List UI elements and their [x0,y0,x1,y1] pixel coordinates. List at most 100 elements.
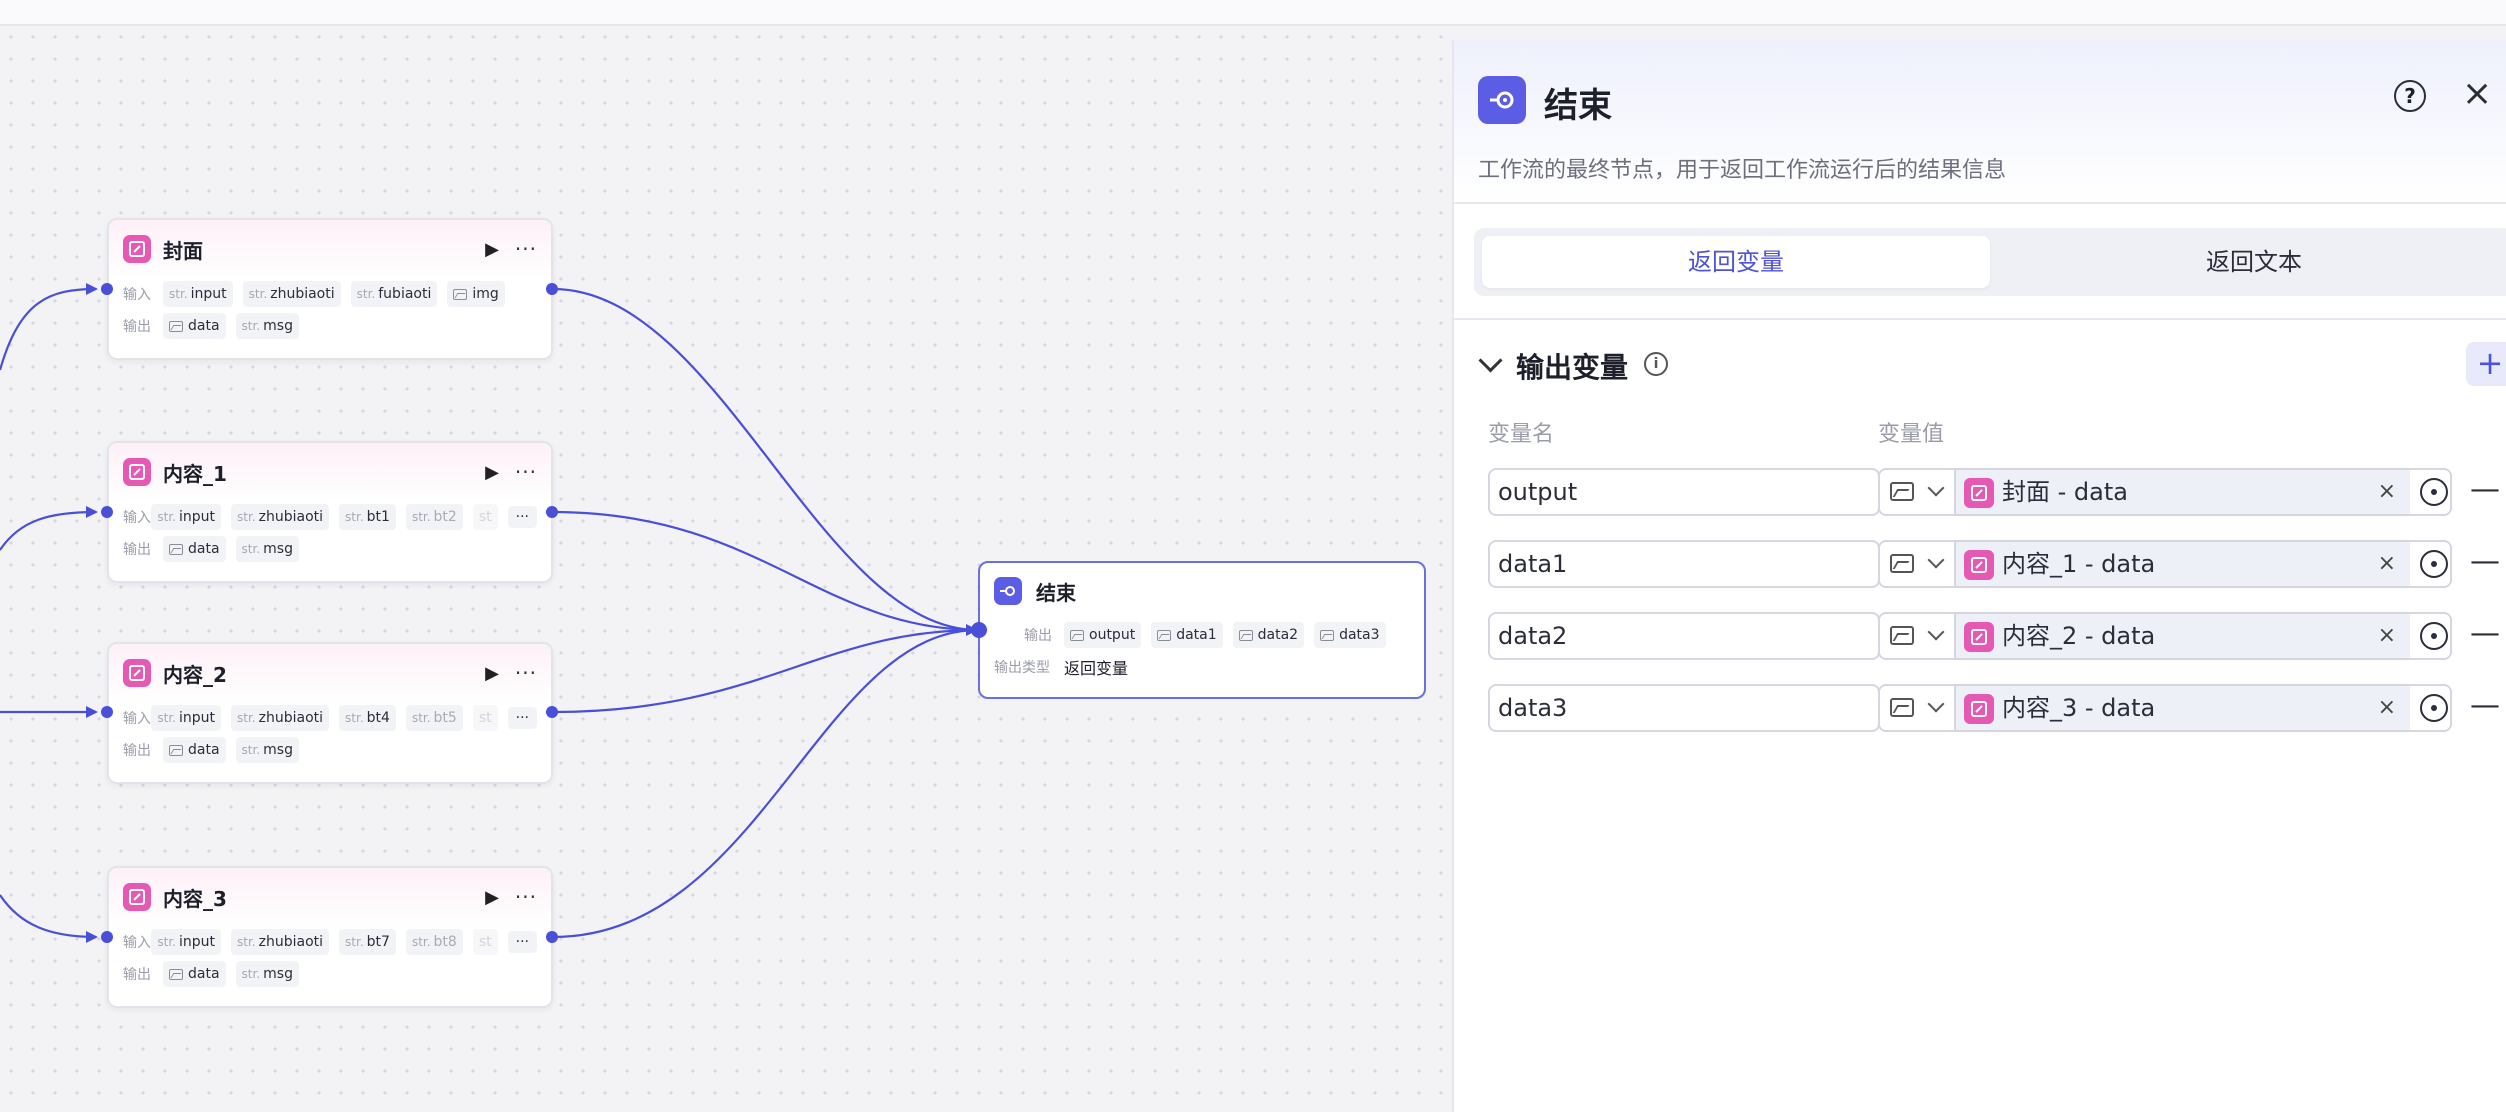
input-tag-hidden: st [472,504,498,530]
more-icon[interactable]: ··· [514,885,537,909]
more-icon[interactable]: ··· [514,661,537,685]
port-out-cover[interactable] [546,283,558,295]
image-icon [169,320,183,332]
add-variable-button[interactable]: + [2466,342,2506,386]
value-type-select[interactable] [1880,686,1956,730]
edge-cover-end [552,287,979,632]
variable-name-input[interactable]: data3 [1488,684,1880,732]
input-tag: str.bt4 [339,705,396,731]
column-header-value: 变量值 [1878,422,1945,447]
more-inputs-button[interactable]: ··· [507,931,537,953]
variable-name-input[interactable]: output [1488,468,1880,516]
output-tag: str.msg [235,961,299,987]
column-header-name: 变量名 [1488,422,1555,447]
variable-reference[interactable]: 内容_3 - data × [1956,686,2410,730]
input-tag: str.bt2 [405,504,463,530]
node-end[interactable]: 结束 输出 output data1 data2 data3 输出类型 返回变量 [978,561,1426,699]
clear-icon[interactable]: × [2377,623,2396,648]
variable-reference[interactable]: 内容_2 - data × [1956,614,2410,658]
tab-return-variables[interactable]: 返回变量 [1482,236,1990,288]
node-content-1[interactable]: 内容_1 ▶ ··· 输入 str.input str.zhubiaoti st… [107,441,553,583]
clear-icon[interactable]: × [2377,695,2396,720]
image-icon [1890,554,1914,573]
output-tag: data1 [1151,622,1223,648]
tab-return-text[interactable]: 返回文本 [2206,248,2302,276]
input-tag: str.input [151,929,222,955]
reference-label: 内容_3 - data [2002,694,2156,722]
run-icon[interactable]: ▶ [485,886,499,908]
image-edit-icon [123,458,151,486]
port-in-end[interactable] [971,622,987,638]
variable-name-input[interactable]: data2 [1488,612,1880,660]
remove-row-button[interactable]: — [2470,544,2500,579]
image-edit-icon [1964,550,1994,580]
edge-in-cover [0,287,97,371]
image-icon [169,543,183,555]
section-title: 输出变量 [1516,351,1629,384]
port-in-cover[interactable] [101,283,113,295]
reference-label: 内容_2 - data [2002,622,2156,650]
value-type-select[interactable] [1880,614,1956,658]
output-type-label: 输出类型 [994,660,1050,676]
run-icon[interactable]: ▶ [485,238,499,260]
port-in-content-3[interactable] [101,931,113,943]
end-icon [1478,76,1526,124]
input-tag-hidden: st [472,705,498,731]
chevron-down-icon[interactable] [1478,348,1503,373]
variable-settings-icon[interactable] [2420,550,2448,578]
port-in-content-2[interactable] [101,706,113,718]
image-icon [1890,482,1914,501]
remove-row-button[interactable]: — [2470,688,2500,723]
variable-row: output 封面 - data × — [1488,468,2500,516]
input-tag: str.zhubiaoti [231,929,330,955]
output-tag: data [163,737,226,763]
output-tag: data3 [1314,622,1386,648]
input-tag: str.bt7 [339,929,396,955]
remove-row-button[interactable]: — [2470,616,2500,651]
clear-icon[interactable]: × [2377,551,2396,576]
output-tag: str.msg [235,313,299,339]
variable-reference[interactable]: 封面 - data × [1956,470,2410,514]
node-cover[interactable]: 封面 ▶ ··· 输入 str.input str.zhubiaoti str.… [107,218,553,360]
more-icon[interactable]: ··· [514,460,537,484]
port-out-content-1[interactable] [546,506,558,518]
output-label: 输出 [123,743,151,759]
variable-settings-icon[interactable] [2420,694,2448,722]
edge-content1-end [552,510,979,632]
node-content-2[interactable]: 内容_2 ▶ ··· 输入 str.input str.zhubiaoti st… [107,642,553,784]
port-out-content-2[interactable] [546,706,558,718]
run-icon[interactable]: ▶ [485,662,499,684]
return-mode-tabs: 返回变量 返回文本 [1474,228,2506,296]
value-type-select[interactable] [1880,542,1956,586]
more-inputs-button[interactable]: ··· [507,506,537,528]
more-icon[interactable]: ··· [514,237,537,261]
image-icon [1320,629,1335,641]
output-tag: output [1064,622,1142,648]
clear-icon[interactable]: × [2377,479,2396,504]
output-tag: data [163,313,226,339]
chevron-down-icon [1927,479,1945,497]
chevron-down-icon [1927,695,1945,713]
variable-reference[interactable]: 内容_1 - data × [1956,542,2410,586]
help-icon[interactable]: ? [2394,80,2426,112]
close-icon[interactable]: × [2462,73,2493,114]
port-in-content-1[interactable] [101,506,113,518]
run-icon[interactable]: ▶ [485,461,499,483]
remove-row-button[interactable]: — [2470,472,2500,507]
variable-settings-icon[interactable] [2420,622,2448,650]
node-settings-panel: 结束 ? × 工作流的最终节点，用于返回工作流运行后的结果信息 返回变量 返回文… [1452,40,2506,1112]
top-bar [0,0,2506,26]
input-tag: str.bt8 [405,929,463,955]
variable-value-field: 内容_2 - data × [1878,612,2452,660]
variable-settings-icon[interactable] [2420,478,2448,506]
more-inputs-button[interactable]: ··· [507,707,537,729]
output-type-value: 返回变量 [1064,659,1129,678]
edge-content2-end [552,628,979,714]
node-content-3[interactable]: 内容_3 ▶ ··· 输入 str.input str.zhubiaoti st… [107,866,553,1008]
port-out-content-3[interactable] [546,931,558,943]
input-tag: str.fubiaoti [350,281,438,307]
chevron-down-icon [1927,551,1945,569]
info-icon[interactable]: i [1644,352,1668,376]
value-type-select[interactable] [1880,470,1956,514]
variable-name-input[interactable]: data1 [1488,540,1880,588]
